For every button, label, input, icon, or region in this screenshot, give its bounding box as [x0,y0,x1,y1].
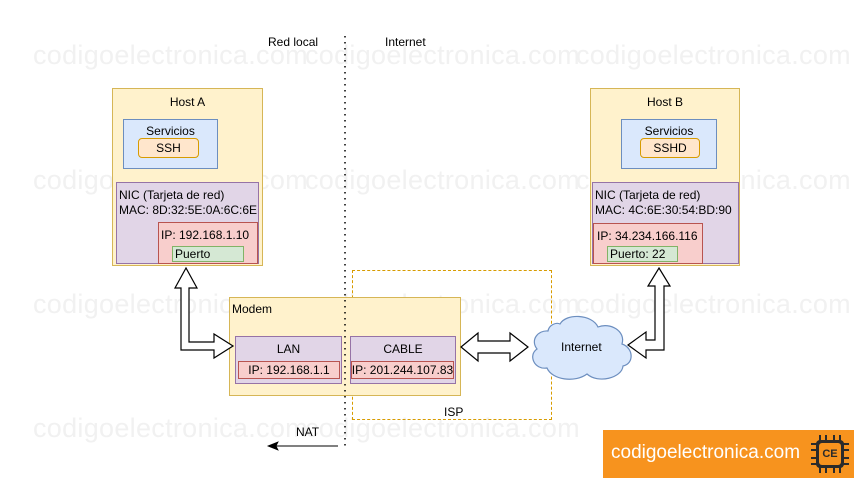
modem-cable-ip-box [351,361,454,379]
host-b-services-label: Servicios [644,124,694,138]
host-b-service-label: SSHD [653,141,687,155]
host-b-ip: IP: 34.234.166.116 [597,229,698,243]
modem-lan-ip: IP: 192.168.1.1 [248,363,330,377]
modem-cable-label: CABLE [383,342,423,356]
host-a-ip: IP: 192.168.1.10 [161,228,250,242]
nat-label: NAT [296,425,320,439]
watermark: codigoelectronica.com [33,413,308,443]
watermark: codigoelectronica.com [305,40,580,70]
host-b-service-sshd [640,138,700,158]
host-b-nic-label: NIC (Tarjeta de red) [595,188,701,202]
watermark: codigoelectronica.com [305,165,580,195]
host-a-title: Host A [169,95,206,109]
arrow-host-a-modem [173,266,235,360]
host-b-title: Host B [646,95,683,109]
brand-text: codigoelectronica.com [611,442,801,463]
host-b-port-box [607,246,678,262]
modem-lan-ip-box [238,361,340,379]
modem-lan-label: LAN [276,342,301,356]
host-a-port-box [172,246,244,262]
host-a-nic-label: NIC (Tarjeta de red) [119,188,225,202]
arrow-host-b-internet [626,266,672,360]
watermark: codigoelectronica.com [33,40,308,70]
host-a-services-label: Servicios [146,124,195,138]
arrow-modem-internet [460,331,529,363]
watermark: codigoelectronica.com [305,413,580,443]
host-a-service-label: SSH [156,141,181,155]
host-a-mac: MAC: 8D:32:5E:0A:6C:6E [119,203,258,217]
host-a-service-ssh [138,138,199,158]
cloud-label: Internet [561,340,602,354]
watermark: codigoelectronica.com [576,289,851,319]
zone-label-internet: Internet [385,35,426,49]
host-b-port: Puerto: 22 [610,247,666,261]
host-a-port: Puerto [175,247,211,261]
internet-cloud [532,315,632,380]
modem-title: Modem [232,302,273,316]
brand-logo-icon: CE [808,432,852,476]
host-b-mac: MAC: 4C:6E:30:54:BD:90 [595,203,732,217]
modem-cable-ip: IP: 201.244.107.83 [351,363,454,377]
watermark: codigoelectronica.com [576,40,851,70]
zone-label-local: Red local [268,35,319,49]
nat-arrow-head [266,441,279,451]
brand-logo-text: CE [822,448,838,460]
brand-banner [603,430,854,478]
isp-label: ISP [444,405,464,419]
